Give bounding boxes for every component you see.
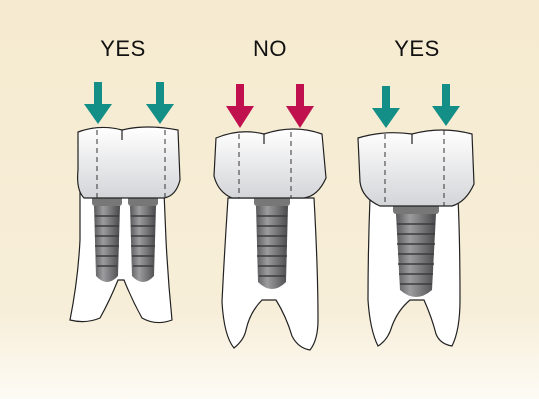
implant-2 (254, 192, 290, 289)
panel-3-label: YES (357, 36, 477, 62)
panel-2-label: NO (210, 36, 330, 62)
implant-3 (393, 200, 439, 297)
panel-1-label: YES (63, 36, 183, 62)
crown-2 (214, 129, 326, 198)
crown-3 (358, 130, 474, 206)
implant-1b (128, 192, 158, 282)
implant-1a (92, 192, 122, 282)
